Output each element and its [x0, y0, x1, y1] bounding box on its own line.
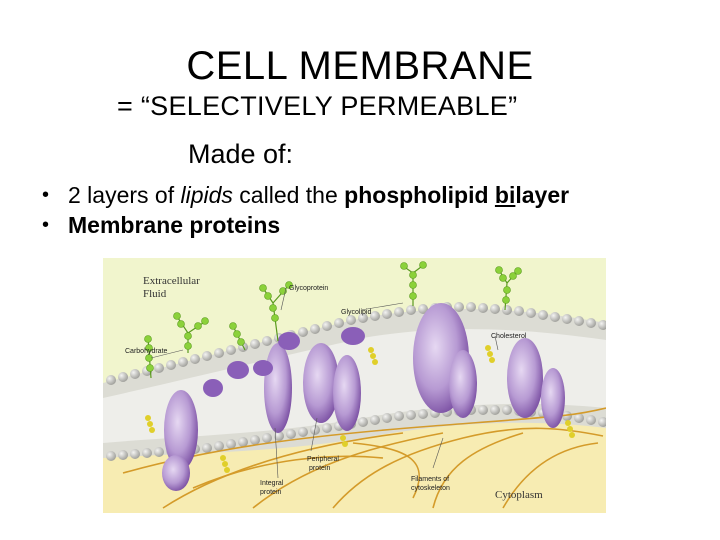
bullet-bold-text: phospholipid — [344, 182, 495, 208]
bullet-item-lipids: • 2 layers of lipids called the phosphol… — [42, 180, 569, 210]
bullet-text: called the — [232, 182, 345, 208]
glycolipid-label: Glycolipid — [341, 309, 371, 316]
made-of-heading: Made of: — [188, 139, 294, 169]
bullet-underlined-text: bi — [494, 182, 516, 208]
bullet-text: 2 layers of — [68, 182, 181, 208]
cholesterol-label: Cholesterol — [491, 333, 527, 340]
cytoskeleton-filaments — [122, 407, 606, 509]
carbohydrate-chains — [144, 261, 522, 379]
bullet-icon: • — [42, 214, 50, 236]
cholesterol-molecules — [145, 345, 575, 473]
extracellular-fluid-label: Fluid — [143, 288, 167, 300]
filaments-label: Filaments of — [411, 476, 449, 483]
glycoprotein-label: Glycoprotein — [289, 285, 328, 292]
carbohydrate-label: Carbohydrate — [125, 348, 168, 355]
outer-lipid-heads — [106, 302, 606, 385]
extracellular-fluid-label: Extracellular — [143, 275, 200, 287]
bullet-bold-text: layer — [515, 182, 570, 208]
cell-membrane-diagram: Extracellular Fluid Glycoprotein Glycoli… — [103, 258, 606, 513]
channel-protein — [264, 343, 292, 433]
integral-protein-label: protein — [260, 489, 282, 496]
integral-protein-label: Integral — [260, 480, 284, 487]
bullet-bold-text: Membrane proteins — [68, 212, 281, 238]
slide-title: CELL MEMBRANE — [186, 44, 534, 88]
bullet-item-proteins: • Membrane proteins — [42, 210, 569, 240]
bullet-italic-text: lipids — [180, 182, 233, 208]
bullet-list: • 2 layers of lipids called the phosphol… — [42, 180, 569, 240]
membrane-proteins — [162, 303, 565, 491]
filaments-label: cytoskeleton — [411, 485, 450, 492]
cytoplasm-label: Cytoplasm — [495, 489, 543, 501]
label-leader-lines — [150, 287, 499, 479]
peripheral-protein-label: Peripheral — [307, 456, 339, 463]
integral-protein — [164, 390, 198, 470]
peripheral-protein-label: protein — [309, 465, 331, 472]
slide-subtitle: = “SELECTIVELY PERMEABLE” — [117, 91, 518, 121]
bullet-icon: • — [42, 184, 50, 206]
